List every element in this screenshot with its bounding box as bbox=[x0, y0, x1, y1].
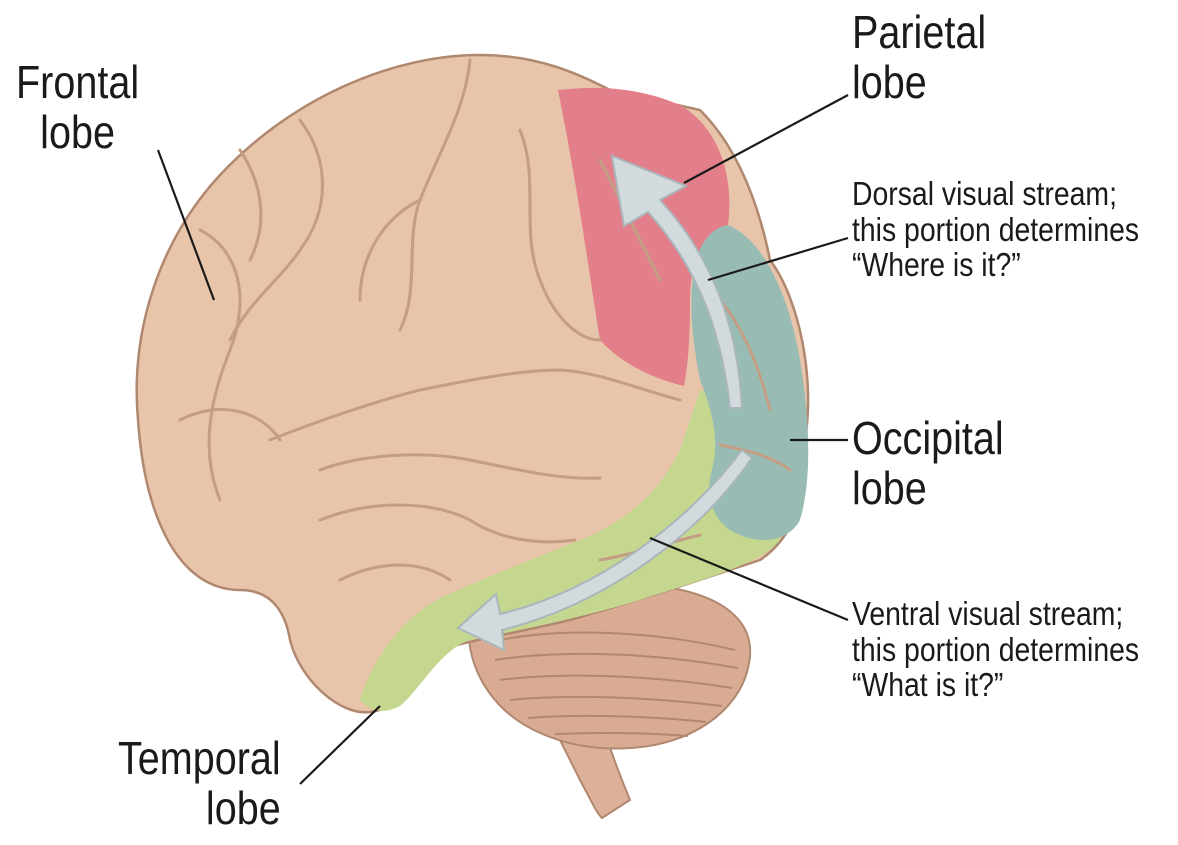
frontal-lobe-label-line-1: Frontal bbox=[16, 58, 139, 108]
ventral-stream-label-line-3: “What is it?” bbox=[852, 667, 1139, 703]
dorsal-stream-label-line-1: Dorsal visual stream; bbox=[852, 176, 1139, 212]
dorsal-stream-label-line-3: “Where is it?” bbox=[852, 247, 1139, 283]
parietal-lobe-label: Parietal lobe bbox=[852, 8, 986, 107]
parietal-lobe-label-line-1: Parietal bbox=[852, 8, 986, 58]
temporal-lobe-label-line-2: lobe bbox=[118, 784, 281, 834]
ventral-stream-label: Ventral visual stream; this portion dete… bbox=[852, 596, 1139, 703]
frontal-lobe-label: Frontal lobe bbox=[16, 58, 139, 157]
parietal-lobe-label-line-2: lobe bbox=[852, 58, 986, 108]
leader-line-temporal bbox=[300, 706, 380, 784]
temporal-lobe-label: Temporal lobe bbox=[118, 734, 281, 833]
occipital-lobe-label-line-2: lobe bbox=[852, 464, 1004, 514]
ventral-stream-label-line-2: this portion determines bbox=[852, 632, 1139, 668]
dorsal-stream-label-line-2: this portion determines bbox=[852, 212, 1139, 248]
occipital-lobe-label-line-1: Occipital bbox=[852, 414, 1004, 464]
frontal-lobe-label-line-2: lobe bbox=[16, 108, 139, 158]
temporal-lobe-label-line-1: Temporal bbox=[118, 734, 281, 784]
occipital-lobe-label: Occipital lobe bbox=[852, 414, 1004, 513]
ventral-stream-label-line-1: Ventral visual stream; bbox=[852, 596, 1139, 632]
dorsal-stream-label: Dorsal visual stream; this portion deter… bbox=[852, 176, 1139, 283]
